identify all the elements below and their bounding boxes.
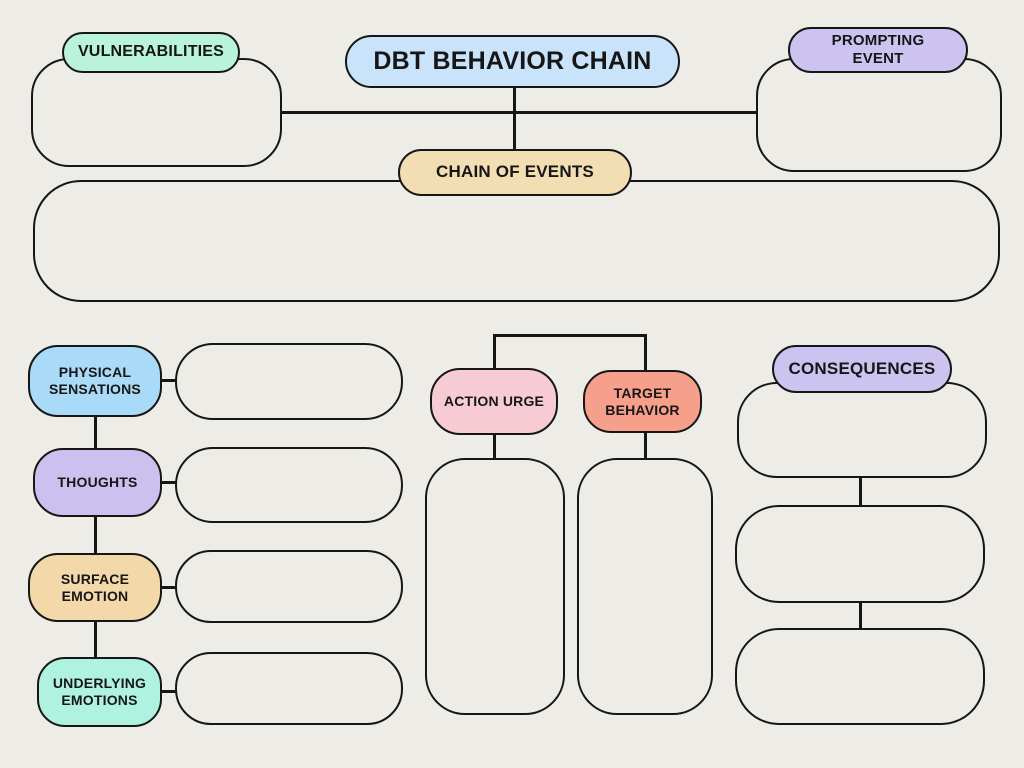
prompting-event-write-in-box (756, 58, 1002, 172)
chain-of-events-pill: CHAIN OF EVENTS (398, 149, 632, 196)
vulnerabilities-pill: VULNERABILITIES (62, 32, 240, 73)
connector-surface-to-underlying (94, 622, 97, 658)
target-behavior-pill: TARGET BEHAVIOR (583, 370, 702, 433)
physical-sensations-pill: PHYSICAL SENSATIONS (28, 345, 162, 417)
surface-emotion-pill: SURFACE EMOTION (28, 553, 162, 622)
connector-thoughts-to-box (162, 481, 176, 484)
thoughts-write-in-box (175, 447, 403, 523)
connector-thoughts-to-surface (94, 517, 97, 554)
vulnerabilities-write-in-box (31, 58, 282, 167)
connector-consequence-box1-box2 (859, 478, 862, 506)
surface-emotion-label: SURFACE EMOTION (60, 570, 130, 604)
connector-title-to-chain (513, 88, 516, 150)
connector-consequence-box2-box3 (859, 603, 862, 629)
target-behavior-write-in-box (577, 458, 713, 715)
prompting-event-pill: PROMPTING EVENT (788, 27, 968, 73)
consequences-write-in-box-1 (737, 382, 987, 478)
diagram-title-label: DBT BEHAVIOR CHAIN (373, 46, 652, 75)
chain-of-events-write-in-box (33, 180, 1000, 302)
consequences-write-in-box-2 (735, 505, 985, 603)
action-urge-label: ACTION URGE (443, 393, 545, 410)
thoughts-pill: THOUGHTS (33, 448, 162, 517)
connector-urge-behavior-bracket (493, 334, 647, 337)
underlying-emotions-pill: UNDERLYING EMOTIONS (37, 657, 162, 727)
surface-emotion-write-in-box (175, 550, 403, 623)
connector-bracket-to-target-behavior (644, 334, 647, 371)
diagram-title: DBT BEHAVIOR CHAIN (345, 35, 680, 88)
connector-physical-to-thoughts (94, 417, 97, 449)
physical-sensations-write-in-box (175, 343, 403, 420)
action-urge-write-in-box (425, 458, 565, 715)
target-behavior-label: TARGET BEHAVIOR (605, 384, 680, 418)
chain-of-events-label: CHAIN OF EVENTS (436, 162, 594, 182)
connector-bracket-to-action-urge (493, 334, 496, 369)
connector-target-behavior-to-box (644, 433, 647, 459)
consequences-write-in-box-3 (735, 628, 985, 725)
underlying-emotions-write-in-box (175, 652, 403, 725)
connector-vulnerabilities-to-prompting (282, 111, 756, 114)
connector-action-urge-to-box (493, 435, 496, 459)
vulnerabilities-label: VULNERABILITIES (77, 43, 225, 61)
action-urge-pill: ACTION URGE (430, 368, 558, 435)
thoughts-label: THOUGHTS (57, 474, 138, 491)
prompting-event-label: PROMPTING EVENT (831, 32, 925, 67)
connector-physical-to-box (162, 379, 176, 382)
connector-underlying-to-box (162, 690, 176, 693)
consequences-label: CONSEQUENCES (788, 358, 936, 378)
physical-sensations-label: PHYSICAL SENSATIONS (49, 364, 141, 397)
connector-surface-to-box (162, 586, 176, 589)
consequences-pill: CONSEQUENCES (772, 345, 952, 393)
underlying-emotions-label: UNDERLYING EMOTIONS (52, 675, 147, 708)
